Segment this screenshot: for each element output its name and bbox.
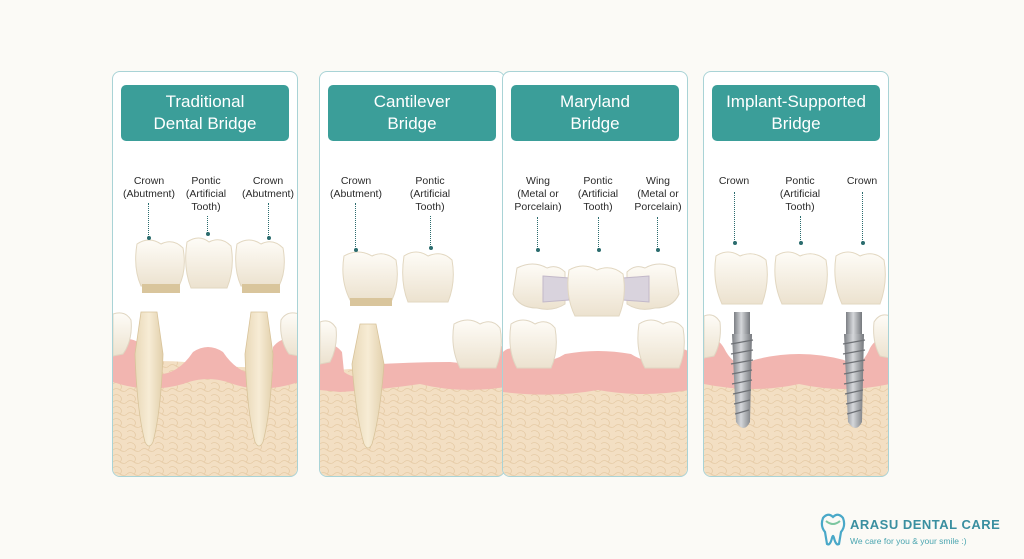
leader-line — [148, 203, 149, 237]
panel-cantilever-bridge: Cantilever Bridge Crown (Abutment) Ponti… — [319, 71, 505, 477]
label-pontic: Pontic (Artificial Tooth) — [577, 175, 619, 213]
panel-title: Maryland Bridge — [511, 85, 679, 141]
pontic-crown — [402, 251, 454, 303]
neighbor-tooth — [704, 314, 721, 359]
leader-line — [657, 217, 658, 249]
crown-margin — [242, 284, 280, 293]
leader-line — [598, 217, 599, 249]
brand-tagline: We care for you & your smile :) — [850, 536, 967, 546]
prepared-abutment-right — [244, 311, 274, 447]
label-crown-right: Crown — [846, 175, 878, 187]
pontic-crown — [774, 251, 828, 305]
leader-dot — [732, 241, 737, 245]
panel-title: Traditional Dental Bridge — [121, 85, 289, 141]
pontic-crown — [185, 237, 233, 289]
panel-maryland-bridge: Maryland Bridge Wing (Metal or Porcelain… — [502, 71, 688, 477]
tooth-logo-icon — [820, 513, 846, 546]
label-crown-abutment: Crown (Abutment) — [330, 175, 382, 200]
label-pontic: Pontic (Artificial Tooth) — [409, 175, 451, 213]
leader-line — [268, 203, 269, 237]
leader-dot — [146, 236, 151, 240]
leader-dot — [205, 232, 210, 236]
label-pontic: Pontic (Artificial Tooth) — [185, 175, 227, 213]
neighbor-tooth-right — [637, 319, 685, 369]
neighbor-tooth-right — [452, 319, 502, 369]
implant-left — [730, 312, 754, 428]
leader-line — [430, 216, 431, 247]
pontic-crown — [567, 265, 625, 317]
implant-right — [842, 312, 866, 428]
leader-line — [862, 192, 863, 242]
brand-logo: ARASU DENTAL CARE We care for you & your… — [820, 512, 1020, 552]
implant-crown-right — [834, 251, 886, 305]
wing-metal-right — [622, 275, 650, 303]
neighbor-tooth — [280, 312, 297, 357]
crown-abutment — [342, 251, 398, 301]
maryland-bridge-illustration — [503, 263, 687, 476]
crown-right — [235, 239, 285, 287]
leader-dot — [428, 246, 433, 250]
label-wing-right: Wing (Metal or Porcelain) — [634, 175, 682, 213]
implant-crown-left — [714, 251, 768, 305]
crown-margin — [350, 298, 392, 306]
implant-bridge-illustration — [704, 251, 888, 476]
leader-line — [537, 217, 538, 249]
crown-left — [135, 239, 185, 287]
traditional-bridge-illustration — [113, 237, 297, 476]
leader-dot — [596, 248, 601, 252]
crown-margin — [142, 284, 180, 293]
neighbor-tooth — [873, 314, 888, 359]
leader-dot — [535, 248, 540, 252]
prepared-abutment — [351, 323, 385, 449]
leader-dot — [798, 241, 803, 245]
leader-line — [355, 203, 356, 249]
leader-line — [207, 216, 208, 233]
leader-line — [734, 192, 735, 242]
leader-dot — [655, 248, 660, 252]
label-wing-left: Wing (Metal or Porcelain) — [514, 175, 562, 213]
leader-dot — [353, 248, 358, 252]
leader-dot — [860, 241, 865, 245]
label-crown-left: Crown — [718, 175, 750, 187]
neighbor-tooth-left — [320, 320, 337, 365]
label-pontic: Pontic (Artificial Tooth) — [779, 175, 821, 213]
jaw-bone — [503, 374, 687, 476]
panel-implant-supported-bridge: Implant-Supported Bridge Crown Pontic (A… — [703, 71, 889, 477]
neighbor-tooth-left — [509, 319, 557, 369]
label-crown-abutment-right: Crown (Abutment) — [242, 175, 294, 200]
panel-title: Cantilever Bridge — [328, 85, 496, 141]
label-crown-abutment-left: Crown (Abutment) — [123, 175, 175, 200]
prepared-abutment-left — [134, 311, 164, 447]
cantilever-bridge-illustration — [320, 251, 504, 476]
neighbor-tooth — [113, 312, 132, 357]
panel-traditional-bridge: Traditional Dental Bridge Crown (Abutmen… — [112, 71, 298, 477]
panel-title: Implant-Supported Bridge — [712, 85, 880, 141]
leader-dot — [266, 236, 271, 240]
wing-metal-left — [542, 275, 570, 303]
leader-line — [800, 216, 801, 242]
brand-name: ARASU DENTAL CARE — [850, 517, 1001, 532]
